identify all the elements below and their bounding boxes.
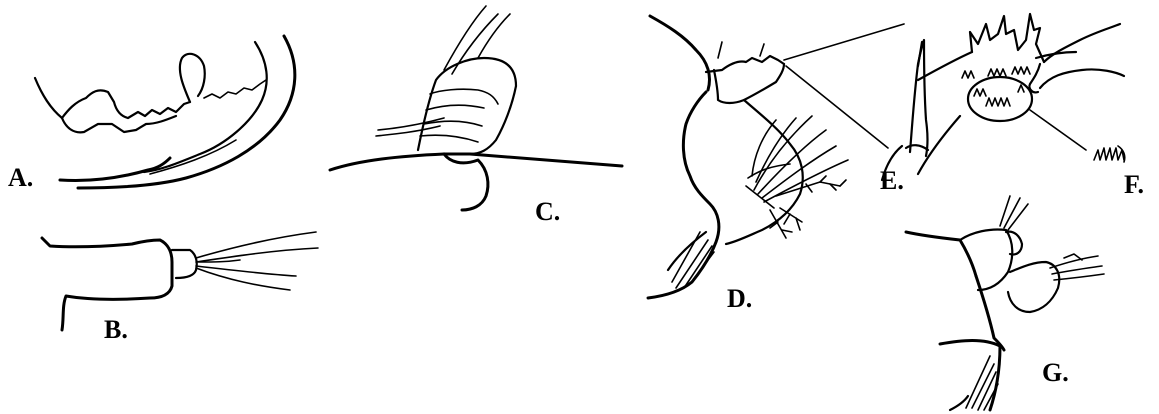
drawing-c-segment (330, 6, 622, 210)
label-b: B. (104, 315, 128, 345)
drawing-e-spine (784, 24, 928, 180)
drawing-g-segments (906, 196, 1104, 410)
label-g: G. (1042, 358, 1069, 388)
label-d: D. (727, 284, 752, 314)
drawing-a-mandible (35, 36, 295, 188)
drawing-b-palp (42, 232, 318, 330)
drawing-d-appendage (648, 16, 848, 298)
label-a: A. (8, 163, 33, 193)
label-e: E. (880, 166, 904, 196)
label-c: C. (535, 197, 560, 227)
label-f: F. (1124, 170, 1144, 200)
drawing-f-detail (918, 14, 1125, 174)
